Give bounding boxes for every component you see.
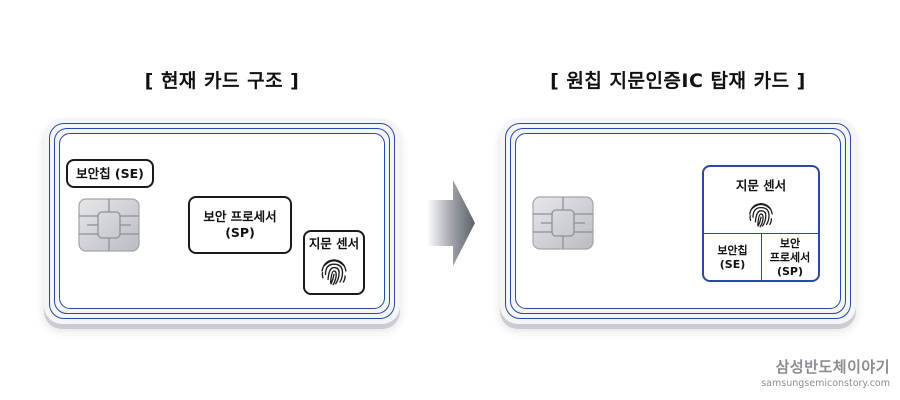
secure-processor-label: 보안 프로세서 (SP) xyxy=(188,196,292,254)
left-panel-heading: [ 현재 카드 구조 ] xyxy=(144,70,300,92)
fingerprint-sensor-box: 지문 센서 xyxy=(303,230,365,295)
fingerprint-icon xyxy=(745,198,777,230)
module-secure-element-cell: 보안칩 (SE) xyxy=(704,233,762,280)
card-outline-middle xyxy=(510,128,846,314)
secure-element-label: 보안칩 (SE) xyxy=(66,159,154,188)
module-fingerprint-section: 지문 센서 xyxy=(704,167,818,234)
chip-icon xyxy=(78,198,140,252)
brand-watermark: 삼성반도체이야기 samsungsemiconstory.com xyxy=(761,356,890,389)
card-outline-outer xyxy=(49,123,395,319)
brand-url: samsungsemiconstory.com xyxy=(761,378,890,389)
arrow-right-icon xyxy=(427,180,475,266)
secure-processor-text-line1: 보안 프로세서 xyxy=(203,209,277,224)
secure-processor-text-line2: (SP) xyxy=(225,225,255,240)
module-secure-processor-cell: 보안 프로세서 (SP) xyxy=(762,233,818,280)
chip-icon xyxy=(532,196,594,250)
module-se-line1: 보안칩 xyxy=(717,243,748,257)
module-se-line2: (SE) xyxy=(719,257,746,271)
one-chip-card-diagram: 지문 센서 보안칩 (SE) 보안 프로세서 (SP) xyxy=(500,118,856,324)
fingerprint-icon xyxy=(317,254,351,288)
module-sp-line1: 보안 xyxy=(779,236,801,250)
current-card-diagram: 보안칩 (SE) 보안 프로세서 (SP) 지문 센서 xyxy=(44,118,400,324)
card-outline-middle xyxy=(54,128,390,314)
brand-name: 삼성반도체이야기 xyxy=(775,358,890,376)
module-sp-line2: 프로세서 xyxy=(769,250,811,264)
fingerprint-ic-module: 지문 센서 보안칩 (SE) 보안 프로세서 (SP) xyxy=(702,165,820,282)
fingerprint-sensor-text: 지문 센서 xyxy=(308,236,360,251)
card-outline-outer xyxy=(505,123,851,319)
module-fingerprint-title: 지문 센서 xyxy=(735,178,787,193)
module-sp-line3: (SP) xyxy=(776,264,804,278)
right-panel-heading: [ 원칩 지문인증IC 탑재 카드 ] xyxy=(550,70,806,92)
secure-element-text: 보안칩 (SE) xyxy=(76,165,144,181)
